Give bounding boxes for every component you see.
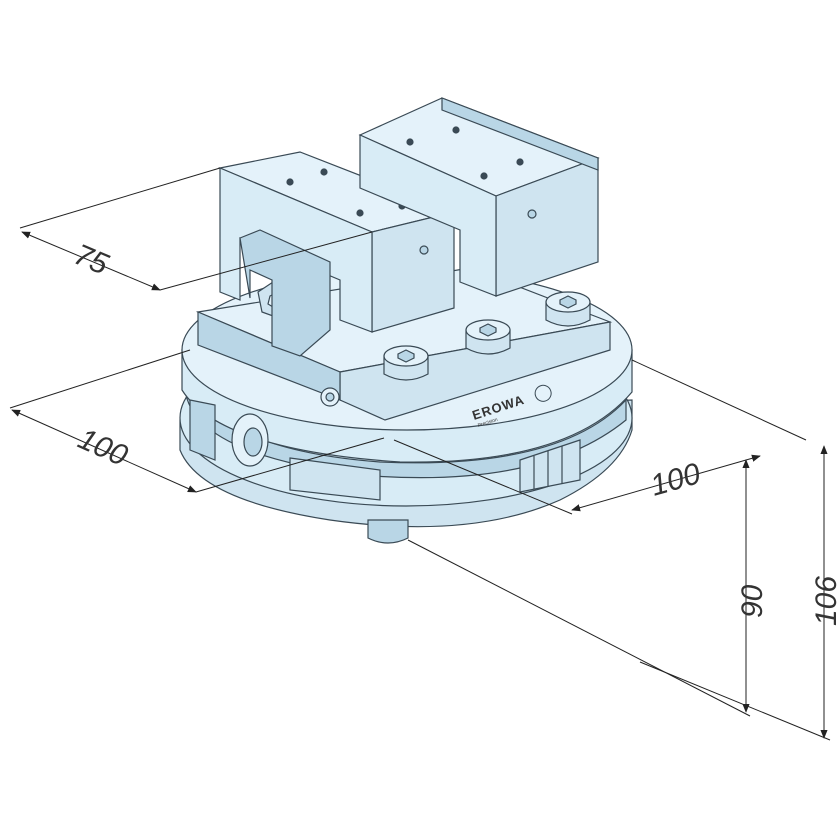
right-jaw-side [359, 134, 497, 297]
right-jaw [358, 97, 600, 297]
dim-90-ext-bottom [407, 539, 751, 717]
dim-label-100-right: 100 [647, 457, 705, 503]
dim-100r-ext-2 [393, 439, 573, 515]
cap-screw-2 [465, 319, 511, 355]
dim-label-90: 90 [736, 584, 769, 618]
dim-75-ext-2 [159, 231, 373, 291]
dim-106-ext-bottom [639, 661, 831, 741]
cap-screw-1 [383, 345, 429, 381]
brand-emblem-icon [534, 384, 552, 402]
base-spigot [367, 519, 409, 544]
cap-screws [383, 291, 591, 381]
dim-100l-ext-2 [195, 437, 385, 493]
side-bore-inner [243, 427, 263, 457]
cap-screw-3 [545, 291, 591, 327]
base-left-notch [189, 399, 216, 461]
dimension-lines [9, 167, 831, 741]
dim-100r-ext-1 [631, 359, 807, 441]
dim-100l-ext-1 [9, 349, 191, 409]
base-front-cutout [289, 457, 381, 501]
dim-label-75: 75 [69, 238, 113, 282]
dim-label-100-left: 100 [73, 422, 132, 473]
dim-75-ext-1 [19, 167, 221, 229]
dim-100r-line [571, 454, 761, 512]
dim-label-106: 106 [810, 576, 840, 626]
dim-75-line [21, 231, 161, 291]
dim-100l-line [11, 409, 197, 493]
